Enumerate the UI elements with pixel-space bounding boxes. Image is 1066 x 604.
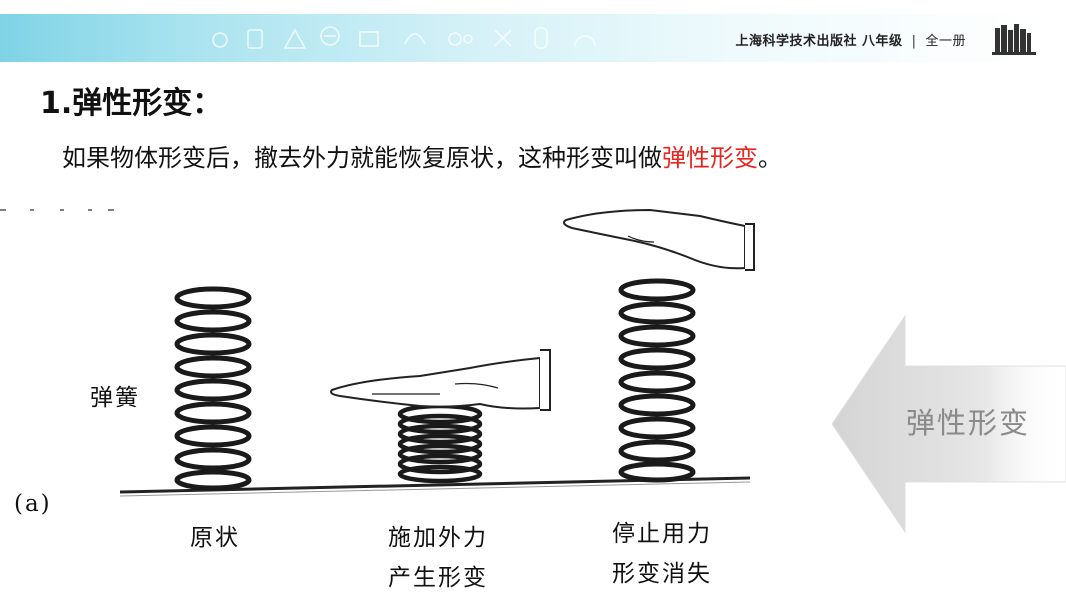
spring-original	[174, 286, 252, 491]
caption-stop-line2: 形变消失	[612, 561, 712, 587]
header-banner	[0, 14, 1040, 62]
definition-end: 。	[758, 144, 782, 172]
caption-apply-line2: 产生形变	[388, 565, 488, 591]
figure-illustration	[0, 208, 1066, 534]
publisher-name: 上海科学技术出版社	[735, 34, 857, 49]
elastic-deformation-figure: 弹簧 (a) 原状 施加外力 产生形变 停止用力 形变消失	[0, 196, 1066, 600]
caption-apply-force: 施加外力 产生形变	[388, 518, 488, 598]
caption-apply-line1: 施加外力	[388, 525, 488, 551]
hand-pressing-icon	[330, 349, 551, 411]
left-arrow-icon	[831, 314, 1066, 534]
definition-text: 如果物体形变后，撤去外力就能恢复原状，这种形变叫做弹性形变。	[62, 138, 782, 173]
doodle-pattern-icon	[212, 26, 596, 49]
spring-compressed	[397, 403, 483, 484]
section-heading: 1.弹性形变：	[40, 86, 223, 121]
spring-restored	[618, 278, 696, 483]
spring-label: 弹簧	[90, 385, 140, 411]
panel-label: (a)	[14, 491, 52, 517]
grade-label: 八年级	[862, 34, 903, 49]
books-logo-icon	[992, 24, 1036, 55]
caption-stop-force: 停止用力 形变消失	[612, 514, 712, 594]
definition-body: 如果物体形变后，撤去外力就能恢复原状，这种形变叫做	[62, 144, 662, 172]
header-separator: |	[911, 34, 917, 49]
definition-highlight: 弹性形变	[662, 144, 758, 172]
caption-original: 原状	[190, 525, 240, 551]
caption-stop-line1: 停止用力	[612, 521, 712, 547]
arrow-label: 弹性形变	[906, 406, 1031, 440]
publisher-info: 上海科学技术出版社 八年级 | 全一册	[735, 30, 966, 49]
volume-label: 全一册	[925, 34, 966, 49]
hand-lifted-icon	[563, 208, 755, 271]
